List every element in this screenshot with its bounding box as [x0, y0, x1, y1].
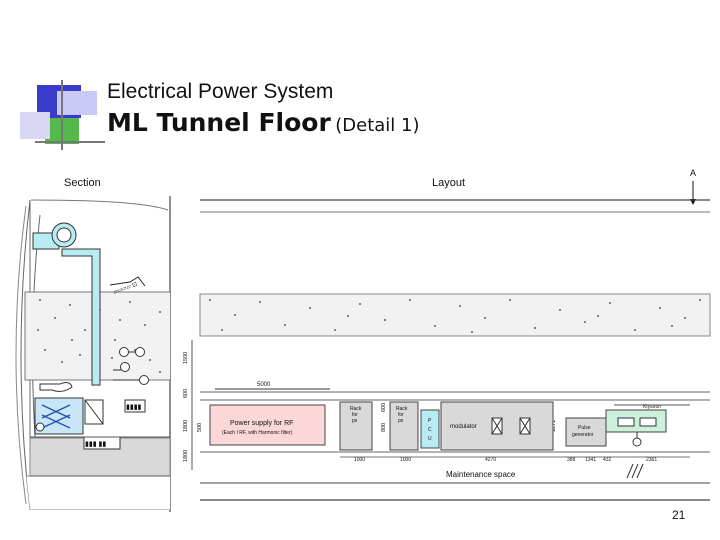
dim-4270: 4270 [485, 457, 496, 463]
rack-1-line-3: ps [352, 418, 358, 424]
section-bottom [24, 475, 170, 510]
dim-1000-b: 1000 [400, 457, 411, 463]
rack-2-line-3: ps [398, 418, 404, 424]
section-rf-coils [41, 404, 71, 429]
subtitle-main: ML Tunnel Floor [107, 108, 331, 137]
section-beamline-mark [109, 276, 146, 287]
modulator-cell-1-cross-b [491, 417, 503, 435]
modulator-label: modulator [450, 424, 477, 430]
layout-concrete-floor [199, 293, 711, 337]
section-valves [113, 347, 149, 385]
break-marks [626, 463, 644, 479]
section-modulator-cross [84, 399, 104, 425]
rack-2-line-1: Rack [396, 406, 408, 412]
section-view: ▱▱▱▱ ⊡ ▮▮▮▮ ▮▮▮ ▮▮ [15, 196, 171, 512]
rack-2-line-2: for [398, 412, 404, 418]
section-cable-duct [61, 248, 101, 386]
maintenance-space-label: Maintenance space [446, 470, 516, 479]
section-rack-top-label: ▮▮▮▮ [126, 404, 142, 411]
slide-title: Electrical Power System [107, 80, 334, 103]
dim-1500: 1500 [183, 352, 189, 364]
deco-horizontal-line [35, 141, 105, 143]
dim-800: 800 [381, 423, 387, 432]
deco-square-light [20, 112, 50, 139]
pcu-box [420, 409, 440, 449]
power-supply-label: Power supply for RF [230, 420, 293, 427]
marker-a: A [690, 168, 696, 178]
page-number: 21 [672, 508, 686, 522]
section-top-curve [30, 199, 169, 211]
dim-1271: 1271 [551, 420, 557, 432]
section-rack-bottom-label: ▮▮▮ ▮▮ [85, 441, 106, 448]
deco-square-purple [57, 91, 97, 115]
section-small-pump [35, 422, 45, 432]
rack-2 [389, 401, 419, 451]
section-heading: Section [64, 177, 101, 189]
dim-500: 500 [197, 423, 203, 432]
dim-600b: 600 [381, 403, 387, 412]
dim-1341: 1341 [585, 457, 596, 463]
layout-heading: Layout [432, 177, 466, 189]
klystron-port [632, 437, 642, 447]
dim-1800b: 1800 [183, 450, 189, 462]
klystron-core [617, 417, 635, 427]
dim-388: 388 [567, 457, 576, 463]
dim-600: 600 [183, 389, 189, 398]
modulator-cell-2-cross-b [519, 417, 531, 435]
pulse-generator-line-1: Pulse [578, 425, 591, 431]
power-supply-note: (Each I RF, with Harmonic filter) [222, 430, 293, 436]
section-outer-shell [15, 205, 27, 505]
klystron-box [605, 409, 667, 433]
dim-432: 432 [603, 457, 612, 463]
slide-subtitle: ML Tunnel Floor (Detail 1) [107, 108, 419, 137]
pcu-line-1: P [428, 418, 432, 424]
dim-1000-a: 1000 [354, 457, 365, 463]
dim-1800: 1800 [183, 420, 189, 432]
dim-5000: 5000 [257, 382, 271, 388]
klystron-window [639, 417, 657, 427]
section-vacuum-pump [39, 382, 73, 392]
section-rack-top [124, 399, 146, 413]
rack-1-line-1: Rack [350, 406, 362, 412]
rack-1 [339, 401, 373, 451]
layout-concrete-speckles [209, 299, 701, 333]
rack-1-line-2: for [352, 412, 358, 418]
dim-2361: 2361 [646, 457, 657, 463]
pulse-generator-line-2: generator [572, 432, 594, 438]
deco-vertical-line [61, 80, 63, 150]
layout-view: 5000 1500 600 1800 1800 500 800 600 1271… [183, 199, 711, 501]
power-supply-box [209, 404, 326, 446]
section-cryo-inner [56, 227, 72, 243]
pcu-line-3: U [428, 436, 432, 442]
klystron-label: Klystron [643, 404, 661, 410]
layout-bottom-dims: 1000 1000 4270 388 1341 432 2361 [354, 457, 657, 463]
pcu-line-2: C [428, 427, 432, 433]
subtitle-detail: (Detail 1) [335, 115, 420, 136]
